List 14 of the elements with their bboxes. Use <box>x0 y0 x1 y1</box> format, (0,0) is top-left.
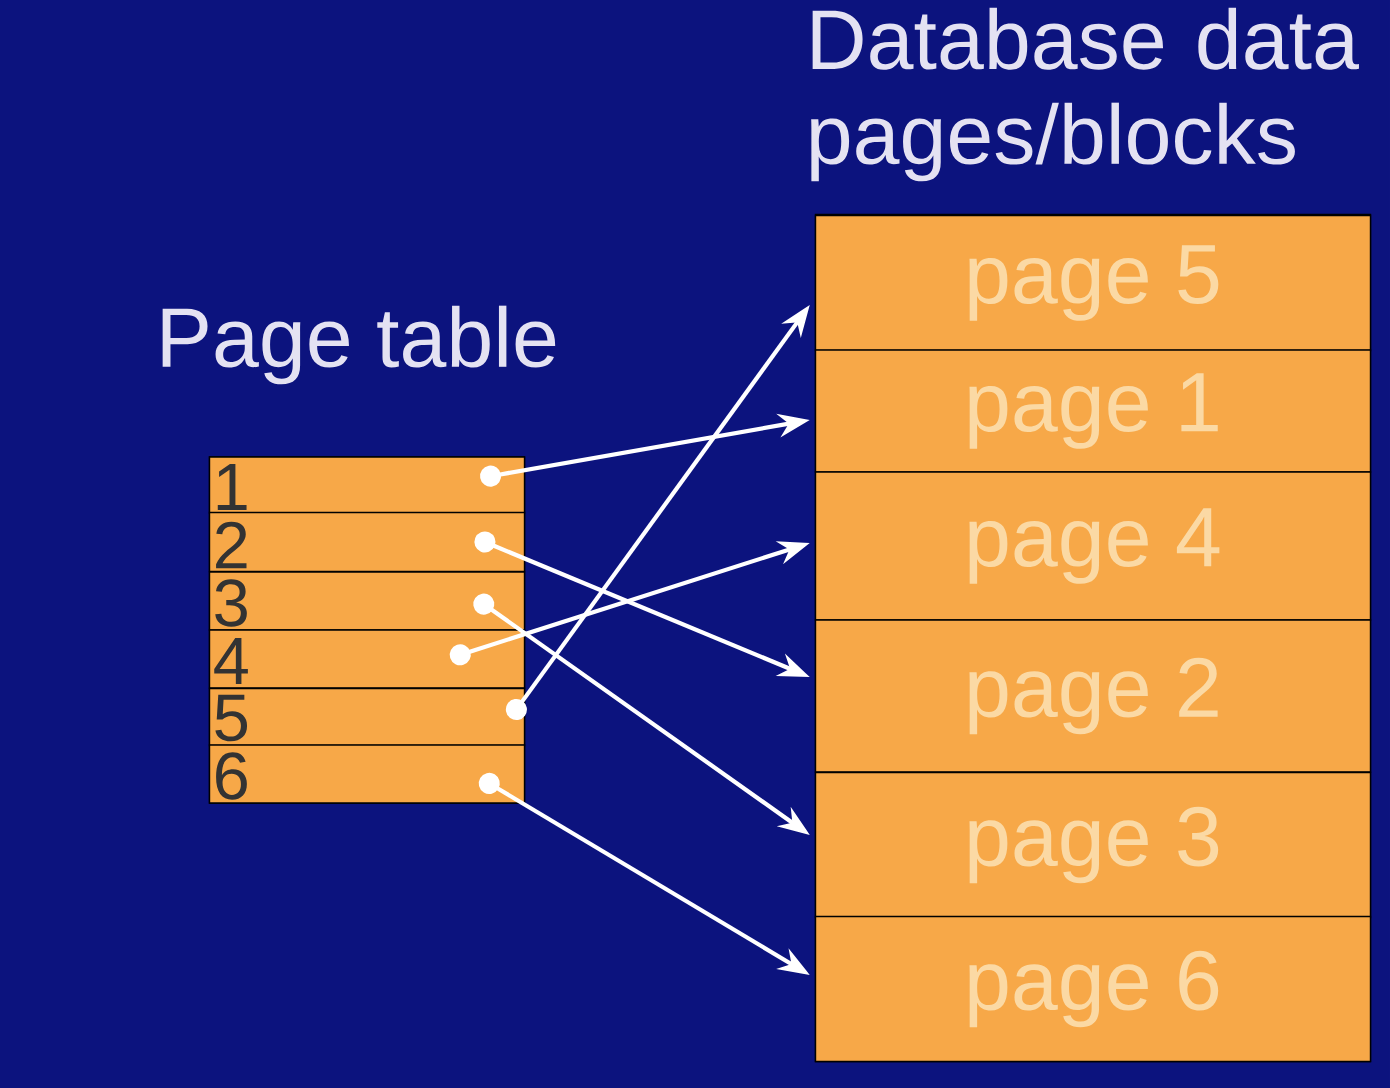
page-block: page 1 <box>814 349 1372 473</box>
page-block: page 6 <box>814 915 1372 1063</box>
table-row: 6 <box>208 744 526 804</box>
table-row: 3 <box>208 571 526 631</box>
table-row: 5 <box>208 687 526 747</box>
node-label: Page table <box>162 305 556 385</box>
page-block: page 4 <box>814 471 1372 621</box>
table-row: 2 <box>208 511 526 573</box>
table-row: 1 <box>208 456 526 514</box>
page-block: page 3 <box>814 771 1372 919</box>
page-block: page 5 <box>814 214 1372 352</box>
node-label: Database data pages/blocks <box>811 7 1359 182</box>
page-block: page 2 <box>814 619 1372 773</box>
table-row: 4 <box>208 629 526 689</box>
